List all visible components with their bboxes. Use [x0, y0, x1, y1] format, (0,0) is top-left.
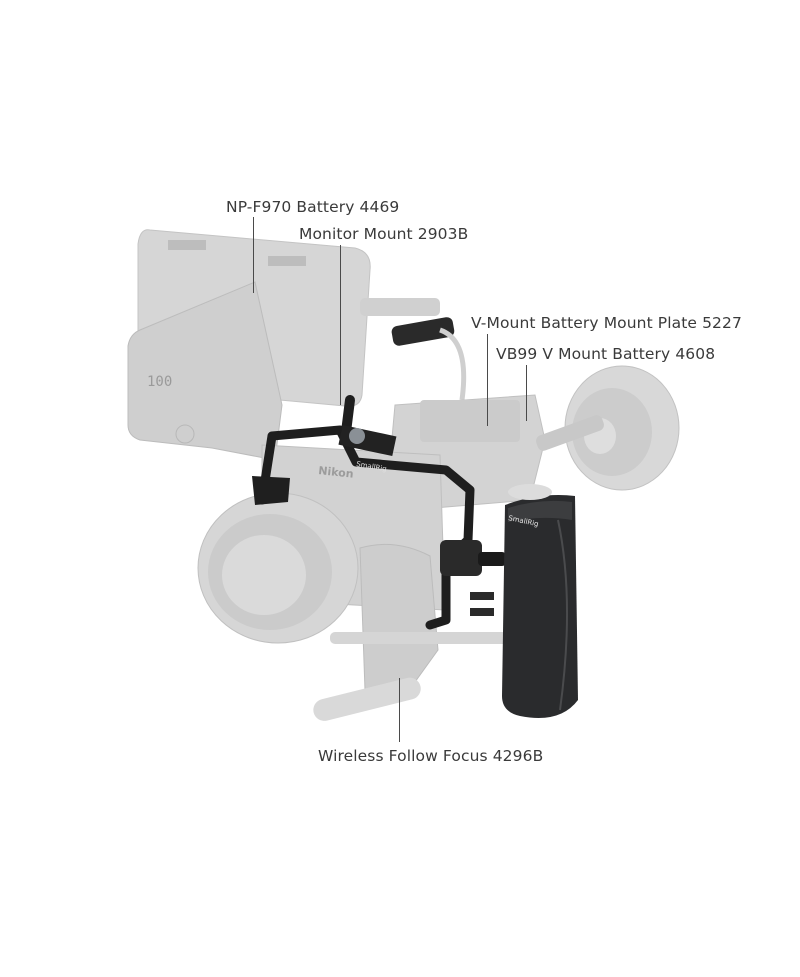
leader-line-vmount-battery-plate: [487, 334, 489, 426]
callout-np-f970-battery: NP-F970 Battery 4469: [226, 198, 400, 216]
follow-focus-unit-illustration: [313, 543, 510, 721]
leader-line-monitor-mount: [340, 245, 342, 405]
svg-text:100: 100: [147, 374, 172, 390]
callout-wireless-follow-focus: Wireless Follow Focus 4296B: [318, 747, 544, 765]
callout-vb99-battery: VB99 V Mount Battery 4608: [496, 345, 716, 363]
follow-focus-motor-illustration: [536, 365, 680, 491]
leader-line-np-f970-battery: [253, 217, 255, 293]
callout-vmount-battery-plate: V-Mount Battery Mount Plate 5227: [471, 314, 742, 332]
leader-line-follow-focus: [399, 678, 401, 742]
svg-text:Nikon: Nikon: [318, 464, 355, 481]
lens-illustration: [197, 492, 359, 644]
callout-monitor-mount: Monitor Mount 2903B: [299, 225, 469, 243]
handle-mount-illustration: [440, 540, 506, 616]
np-f970-battery-illustration: 100: [127, 281, 283, 461]
camera-cage-illustration: SmallRig: [252, 395, 475, 630]
side-handle-illustration: SmallRig: [502, 484, 578, 718]
top-handle-illustration: [360, 298, 467, 401]
leader-line-vb99-battery: [526, 365, 528, 421]
